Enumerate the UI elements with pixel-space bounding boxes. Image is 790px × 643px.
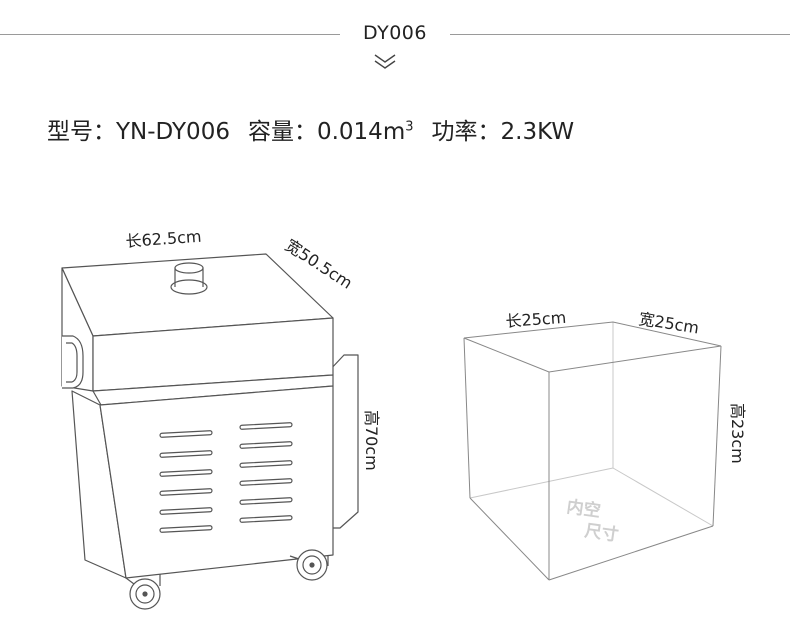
chamber-height-label: 高23cm [728,403,747,464]
spec-line: 型号：YN-DY006 容量：0.014m3 功率：2.3KW [47,112,574,146]
model-label: 型号： [47,119,116,145]
divider-left [0,34,340,35]
model-value: YN-DY006 [116,119,230,145]
power-value: 2.3KW [500,119,575,145]
capacity-value: 0.014m [316,119,406,145]
chamber-length-label: 长25cm [505,308,567,331]
capacity-label: 容量： [247,119,317,145]
chamber-width-label: 宽25cm [637,309,700,337]
machine-illustration [61,253,359,610]
machine-height-label: 高70cm [362,410,381,471]
chamber-watermark-line2: 尺寸 [583,520,620,546]
divider-right [450,34,790,35]
capacity-exponent: 3 [405,119,414,135]
chamber-watermark-line1: 内空 [565,496,602,522]
model-title: DY006 [363,22,427,44]
chamber-box [463,321,722,581]
double-chevron-down-icon [374,54,396,69]
machine-length-label: 长62.5cm [125,227,202,251]
power-label: 功率： [431,119,501,145]
